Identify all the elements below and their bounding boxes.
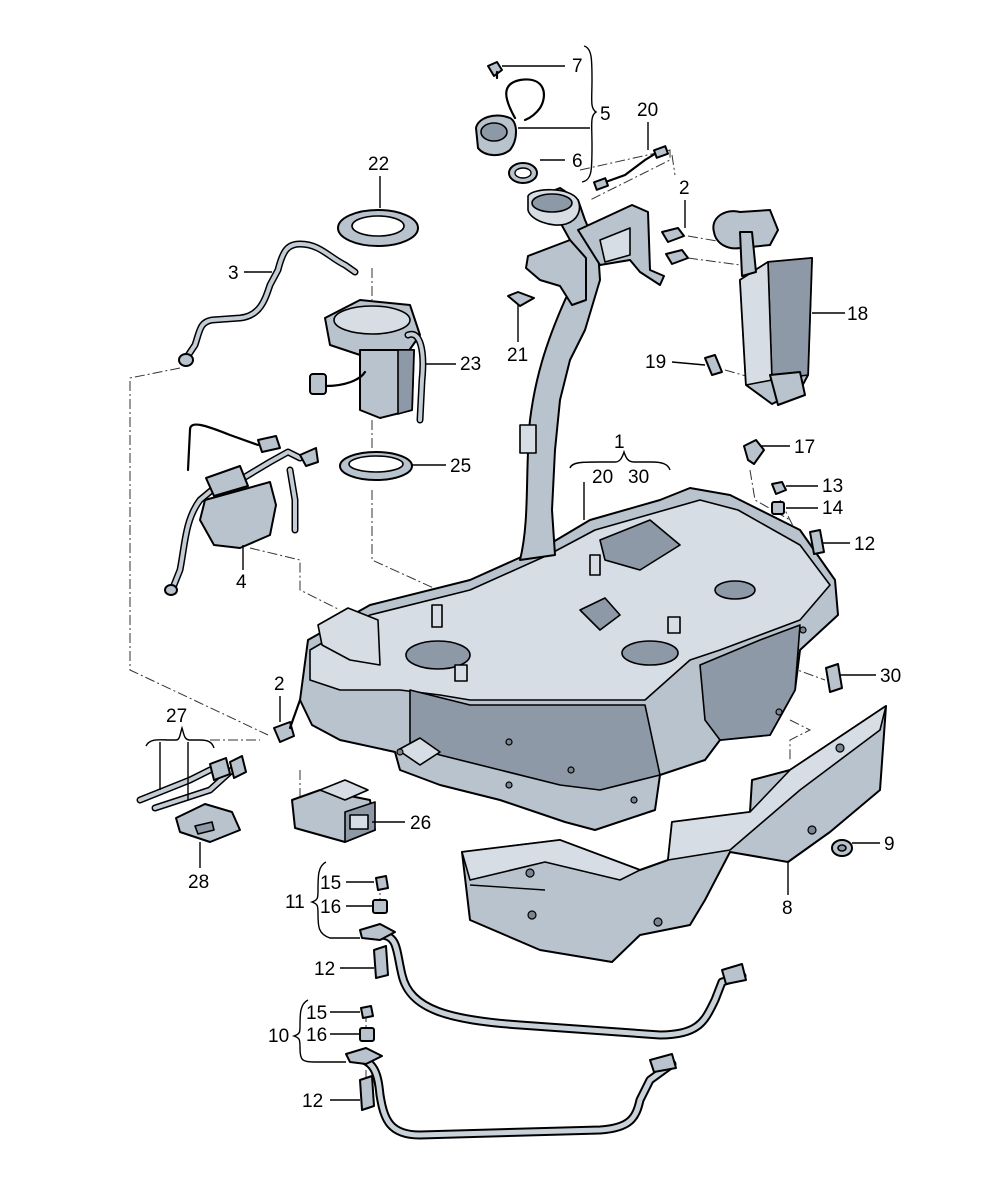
part-12-bolt-tank: [809, 529, 825, 555]
callout-21: 21: [507, 345, 528, 366]
part-26-control-module: [291, 779, 376, 843]
part-2-bolts-upper: [661, 227, 689, 265]
part-7-screw: [487, 61, 503, 80]
part-25-seal-ring: [339, 451, 413, 481]
part-11-tank-strap-upper: [359, 875, 747, 1040]
callout-labels: 7 5 6 20 2 22 3 18 21 19 23 1 17 25 20 3…: [166, 56, 901, 1112]
part-17-clip: [743, 439, 765, 465]
part-21-bolt: [507, 291, 535, 307]
leader-lines: [145, 45, 880, 1101]
callout-16-lower: 16: [306, 1025, 327, 1046]
callout-15-lower: 15: [306, 1003, 327, 1024]
callout-22: 22: [368, 154, 389, 175]
callout-5: 5: [600, 104, 611, 125]
callout-30-right: 30: [880, 666, 901, 687]
callout-20-lower: 20: [592, 467, 613, 488]
part-19-bolt: [704, 354, 723, 376]
part-22-locking-ring: [337, 209, 419, 247]
callout-15-upper: 15: [320, 873, 341, 894]
callout-25: 25: [450, 456, 471, 477]
callout-12-strap-upper: 12: [314, 959, 335, 980]
part-9-nut: [831, 839, 853, 857]
part-10-tank-strap-lower: [345, 1005, 677, 1140]
callout-3: 3: [228, 263, 239, 284]
callout-20-upper: 20: [637, 100, 658, 121]
part-13-14-fasteners: [771, 481, 787, 515]
part-27-fuel-lines: [136, 755, 247, 812]
callout-27: 27: [166, 706, 187, 727]
callout-9: 9: [884, 834, 895, 855]
callout-2-upper: 2: [679, 178, 690, 199]
part-4-fuel-filter: [164, 423, 319, 596]
callout-11: 11: [285, 892, 305, 913]
callout-30-upper: 30: [628, 467, 649, 488]
callout-16-upper: 16: [320, 897, 341, 918]
callout-12-strap-lower: 12: [302, 1091, 323, 1112]
callout-10: 10: [268, 1026, 289, 1047]
callout-7: 7: [572, 56, 583, 77]
callout-28: 28: [188, 872, 209, 893]
part-20-sensor: [592, 145, 670, 191]
callout-19: 19: [645, 352, 666, 373]
part-5-fuel-cap: [475, 78, 545, 156]
callout-1: 1: [614, 432, 625, 453]
callout-14: 14: [822, 498, 844, 519]
callout-12-tank: 12: [854, 534, 875, 555]
callout-6: 6: [572, 151, 583, 172]
part-23-fuel-pump: [309, 299, 427, 424]
callout-26: 26: [410, 813, 431, 834]
part-28-line-clip: [175, 803, 241, 843]
part-1-fuel-tank: [299, 487, 839, 831]
callout-17: 17: [794, 437, 815, 458]
part-3-fuel-line: [178, 240, 359, 367]
callout-4: 4: [236, 572, 247, 593]
callout-18: 18: [847, 304, 868, 325]
callout-23: 23: [460, 354, 481, 375]
callout-13: 13: [822, 476, 843, 497]
callout-2-lower: 2: [274, 674, 285, 695]
part-6-seal-ring: [508, 162, 538, 184]
part-30-grommet: [825, 663, 843, 693]
part-8-heat-shield: [461, 705, 887, 963]
part-2-bolt-lower: [273, 698, 302, 743]
part-filler-neck: [519, 187, 665, 561]
part-18-charcoal-canister: [712, 209, 813, 406]
callout-8: 8: [782, 898, 793, 919]
